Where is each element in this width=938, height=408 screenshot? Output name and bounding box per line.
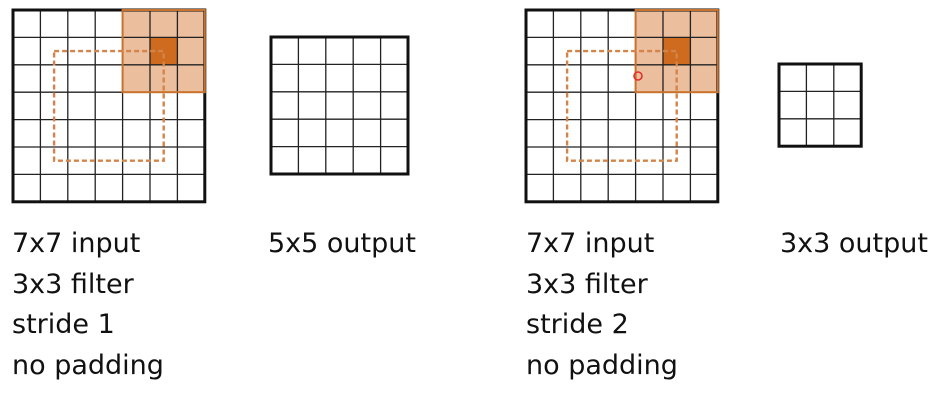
input-grid-stride-1 xyxy=(11,8,207,204)
caption-filter-size: 3x3 filter xyxy=(526,268,648,300)
caption-right-input: 7x7 input 3x3 filter stride 2 no padding xyxy=(526,224,678,386)
output-grid-5x5 xyxy=(269,35,410,176)
caption-padding: no padding xyxy=(12,349,164,381)
caption-left-output: 5x5 output xyxy=(268,224,416,265)
caption-padding: no padding xyxy=(526,349,678,381)
mouse-cursor-icon xyxy=(633,71,643,81)
caption-stride: stride 1 xyxy=(12,309,115,340)
grid-border xyxy=(11,8,207,204)
caption-output-size: 5x5 output xyxy=(268,228,416,259)
caption-input-size: 7x7 input xyxy=(12,228,141,259)
grid-border xyxy=(777,62,863,148)
caption-input-size: 7x7 input xyxy=(526,228,655,259)
caption-output-size: 3x3 output xyxy=(780,228,928,259)
caption-filter-size: 3x3 filter xyxy=(12,268,134,300)
grid-border xyxy=(524,8,720,204)
output-grid-3x3 xyxy=(777,62,863,148)
caption-right-output: 3x3 output xyxy=(780,224,928,265)
caption-left-input: 7x7 input 3x3 filter stride 1 no padding xyxy=(12,224,164,386)
caption-stride: stride 2 xyxy=(526,309,629,340)
valid-center-outline xyxy=(565,49,678,162)
valid-center-outline xyxy=(52,49,165,162)
input-grid-stride-2 xyxy=(524,8,720,204)
grid-border xyxy=(269,35,410,176)
